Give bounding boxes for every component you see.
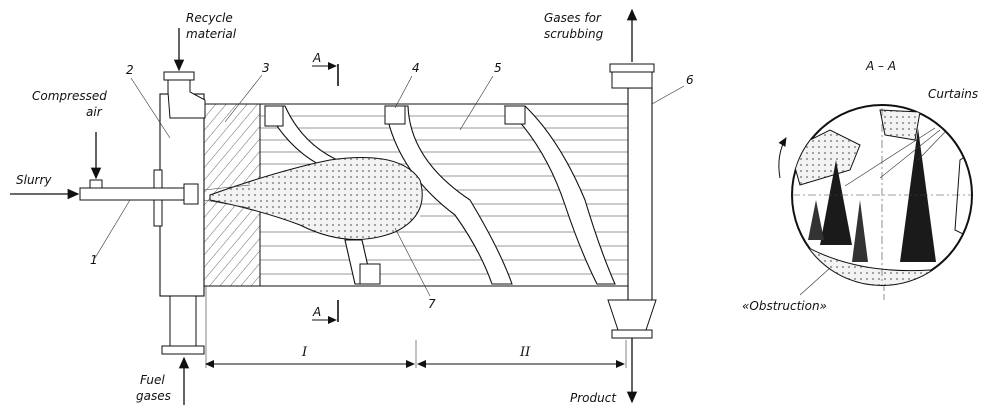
fuel-label-2: gases [136,389,171,403]
obstruction-label: «Obstruction» [742,299,827,313]
recycle-label-2: material [186,27,237,41]
zone-one-label: I [301,345,308,360]
zone-two-label: II [519,345,531,360]
product-label: Product [570,391,617,405]
section-markers [312,62,339,324]
part-number-7: 7 [428,297,436,311]
part-number-4: 4 [412,61,420,75]
firing-hood [153,71,206,355]
rotating-drum [203,103,629,287]
part-number-2: 2 [126,63,134,77]
section-title: A – A [865,59,896,73]
compressed-label-2: air [86,105,103,119]
slurry-label: Slurry [16,173,52,187]
slurry-pipe [79,179,199,205]
compressed-label-1: Compressed [32,89,107,103]
discharge-housing [607,63,657,339]
section-bottom-label: A [312,305,321,319]
leader-lines [94,74,685,297]
zone-dimensions [205,286,627,368]
flame-zone [209,157,423,240]
part-number-3: 3 [262,61,270,75]
gases-label-1: Gases for [544,11,602,25]
fuel-label-1: Fuel [140,373,165,387]
part-number-6: 6 [686,73,694,87]
section-inset [778,104,973,300]
curtains-label: Curtains [928,87,978,101]
flow-arrows [10,8,638,405]
text-labels: Recycle material Compressed air Slurry F… [16,11,978,405]
part-number-5: 5 [494,61,502,75]
part-number-1: 1 [90,253,98,267]
section-top-label: A [312,51,321,65]
recycle-label-1: Recycle [186,11,233,25]
gases-label-2: scrubbing [544,27,604,41]
